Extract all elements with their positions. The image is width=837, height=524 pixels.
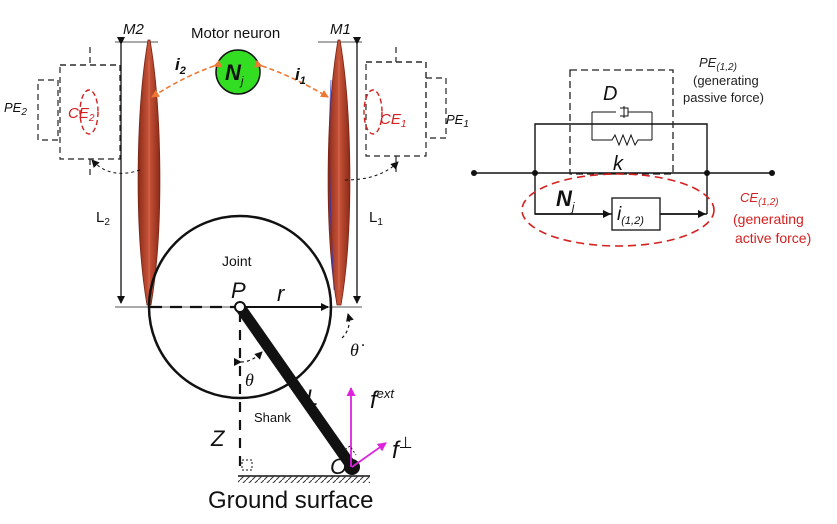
ce2-connector-arrow xyxy=(91,159,141,174)
motor-neuron-label: Motor neuron xyxy=(191,25,280,42)
i1-label: i1 xyxy=(295,65,306,87)
m2-label: M2 xyxy=(123,21,144,38)
input-label: Nj xyxy=(556,186,575,214)
i1-arrow xyxy=(254,59,329,98)
i2-arrow xyxy=(151,59,222,98)
pe-desc-2: passive force) xyxy=(683,90,764,105)
pe1-ce1-element xyxy=(365,47,447,172)
neuron-symbol: Nj xyxy=(225,60,244,88)
shank-segment xyxy=(235,303,357,471)
joint-circle xyxy=(147,214,333,400)
radius-label: r xyxy=(277,281,286,306)
ce2-label: CE2 xyxy=(68,105,95,124)
angular-velocity-arrow xyxy=(341,313,354,339)
l1-label: L1 xyxy=(369,209,383,228)
z-label: Z xyxy=(210,426,226,451)
muscle-m2 xyxy=(137,39,161,306)
pe-desc-1: (generating xyxy=(693,73,759,88)
ce-desc-2: active force) xyxy=(735,230,811,246)
ce1-ellipse xyxy=(363,89,383,135)
shank-label: Shank xyxy=(254,410,291,425)
circuit-node-left xyxy=(471,170,477,176)
ce1-connector-arrow xyxy=(344,161,399,181)
damper-label: D xyxy=(603,83,617,105)
ce-desc-1: (generating xyxy=(733,211,804,227)
theta-dot-label: θ̇ xyxy=(350,340,365,360)
joint-label: Joint xyxy=(222,253,252,269)
l2-label: L2 xyxy=(96,209,110,228)
origin-label: O xyxy=(330,454,347,479)
m1-label: M1 xyxy=(330,21,351,38)
current-source-box xyxy=(611,197,661,231)
ce-dashed-ellipse xyxy=(521,173,715,247)
theta-arc xyxy=(233,351,263,367)
ground-hatch xyxy=(238,476,370,483)
pivot-point xyxy=(234,301,246,313)
pe2-label: PE2 xyxy=(4,100,27,118)
damper-spring-element xyxy=(591,106,653,147)
circuit-node-right xyxy=(769,170,775,176)
f-perp-label: f⊥ xyxy=(392,435,413,464)
theta-label: θ xyxy=(245,370,254,390)
pe-label: PE(1,2) xyxy=(699,55,737,73)
pe1-label: PE1 xyxy=(446,112,469,130)
pe2-ce2-element xyxy=(37,47,121,175)
perpendicular-force-arrow xyxy=(351,442,387,468)
f-ext-label: fext xyxy=(370,386,395,414)
ce-label: CE(1,2) xyxy=(740,190,779,208)
circuit-node-j2 xyxy=(704,170,710,176)
length-label: L xyxy=(306,385,318,410)
i2-label: i2 xyxy=(175,55,186,77)
current-label: i(1,2) xyxy=(617,204,644,227)
right-angle-marker xyxy=(241,459,253,471)
circuit-node-j1 xyxy=(532,170,538,176)
muscle-m1 xyxy=(327,39,351,306)
ground-surface-label: Ground surface xyxy=(208,487,373,514)
pivot-label: P xyxy=(231,278,246,303)
spring-label: k xyxy=(613,153,624,175)
ce2-ellipse xyxy=(79,89,99,135)
ce1-label: CE1 xyxy=(380,111,406,130)
perpendicular-marker xyxy=(341,445,357,456)
